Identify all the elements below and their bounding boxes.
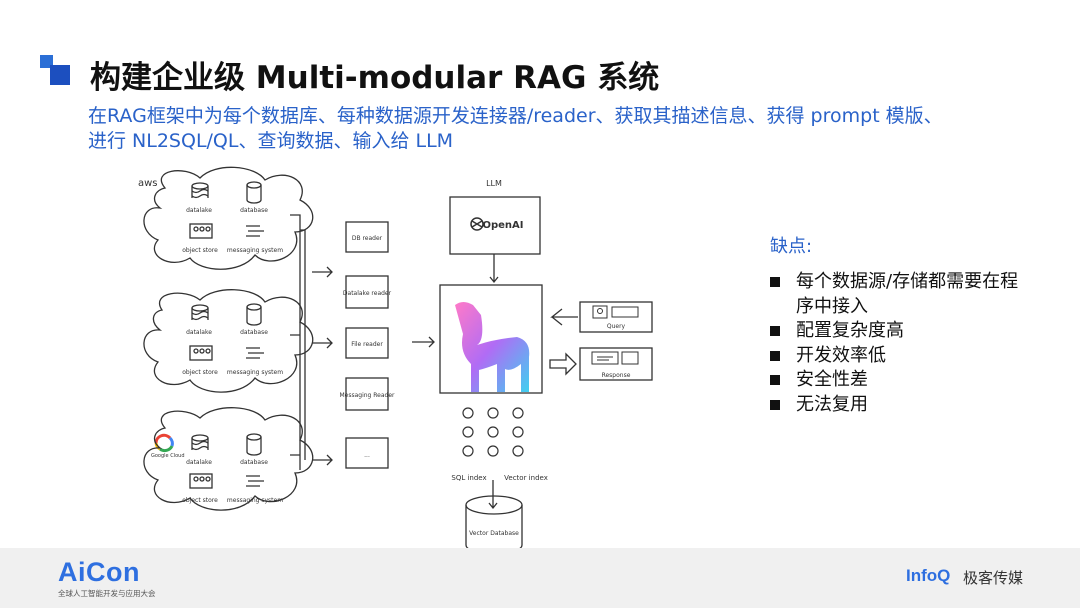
reader-more (345, 437, 389, 469)
cons-item: 每个数据源/存储都需要在程序中接入 (768, 270, 1028, 319)
response-box (579, 347, 653, 381)
object-store-icon-3 (189, 473, 213, 489)
aws-logo: aws (138, 178, 158, 189)
arrow-openai-to-llama (489, 254, 499, 284)
arrow-to-readers-3 (312, 454, 333, 466)
arrow-to-readers-1 (312, 266, 333, 278)
arrow-to-readers-2 (312, 337, 333, 349)
reader-file-label: File reader (351, 341, 383, 348)
database-icon-1 (246, 181, 262, 204)
response-label: Response (602, 372, 631, 379)
aicon-tagline: 全球人工智能开发与应用大会 (58, 589, 156, 598)
object-store-icon-1 (189, 223, 213, 239)
openai-label: OpenAI (482, 220, 523, 231)
cloud-3-object-store: object store (182, 497, 218, 504)
reader-datalake-label: Datalake reader (343, 290, 392, 297)
cloud-1-database: database (240, 207, 268, 214)
reader-db-label: DB reader (352, 235, 383, 242)
title-logo-mark (40, 55, 72, 87)
response-icon (591, 351, 639, 365)
arrow-readers-to-llama (412, 336, 435, 348)
cloud-1 (143, 166, 314, 270)
llama-logo (455, 302, 530, 392)
datalake-icon-2 (191, 304, 209, 321)
cloud-2 (143, 289, 314, 393)
query-label: Query (607, 323, 626, 330)
cloud-3-messaging: messaging system (227, 497, 283, 504)
object-store-icon-2 (189, 345, 213, 361)
arrow-llama-to-response (549, 352, 577, 376)
query-icon (592, 305, 639, 319)
cloud-3-database: database (240, 459, 268, 466)
slide-title: 构建企业级 Multi-modular RAG 系统 (90, 60, 660, 96)
cloud-2-database: database (240, 329, 268, 336)
cloud-1-messaging: messaging system (227, 247, 283, 254)
cons-item: 开发效率低 (768, 344, 1028, 369)
database-icon-2 (246, 303, 262, 326)
cloud-2-object-store: object store (182, 369, 218, 376)
llm-label: LLM (486, 179, 502, 188)
vector-database-label: Vector Database (469, 530, 519, 537)
messaging-icon-2 (246, 347, 264, 359)
cons-list: 每个数据源/存储都需要在程序中接入 配置复杂度高 开发效率低 安全性差 无法复用 (768, 270, 1028, 417)
vector-database-icon (465, 495, 523, 550)
slide-subtitle: 在RAG框架中为每个数据库、每种数据源开发连接器/reader、获取其描述信息、… (88, 105, 943, 152)
reader-messaging-label: Messaging Reader (339, 392, 395, 399)
arrow-query-to-llama (550, 308, 578, 326)
infoq-logo: InfoQ (906, 566, 951, 585)
database-icon-3 (246, 433, 262, 456)
vector-index-label: Vector index (504, 474, 548, 482)
cloud-3-datalake: datalake (186, 459, 212, 466)
footer-bar: AiCon 全球人工智能开发与应用大会 InfoQ 极客传媒 (0, 548, 1080, 608)
reader-file (345, 327, 389, 359)
datalake-icon-1 (191, 182, 209, 199)
datalake-icon-3 (191, 434, 209, 451)
aicon-logo: AiCon (58, 557, 140, 587)
reader-datalake (345, 275, 389, 309)
google-cloud-logo: Google Cloud (151, 433, 185, 459)
cloud-1-object-store: object store (182, 247, 218, 254)
cloud-3 (143, 407, 314, 511)
google-cloud-label: Google Cloud (151, 453, 185, 459)
cloud-2-messaging: messaging system (227, 369, 283, 376)
openai-box (449, 196, 541, 255)
rag-architecture-diagram: aws Google Cloud datalake database objec… (138, 166, 653, 550)
messaging-icon-3 (246, 475, 264, 487)
connector-lines (290, 214, 306, 470)
cloud-1-datalake: datalake (186, 207, 212, 214)
llama-box (439, 284, 543, 394)
index-nodes (462, 407, 524, 457)
arrow-index-to-vector-db (488, 480, 498, 510)
sql-index-label: SQL index (451, 474, 486, 482)
cons-title: 缺点: (770, 236, 813, 257)
cons-item: 配置复杂度高 (768, 319, 1028, 344)
query-box (579, 301, 653, 333)
cloud-2-datalake: datalake (186, 329, 212, 336)
geek-media-label: 极客传媒 (963, 569, 1024, 587)
reader-messaging (345, 377, 389, 411)
reader-more-label: ... (364, 452, 370, 459)
messaging-icon-1 (246, 225, 264, 237)
openai-logo (470, 217, 484, 231)
cons-item: 安全性差 (768, 368, 1028, 393)
cons-item: 无法复用 (768, 393, 1028, 418)
reader-db (345, 221, 389, 253)
